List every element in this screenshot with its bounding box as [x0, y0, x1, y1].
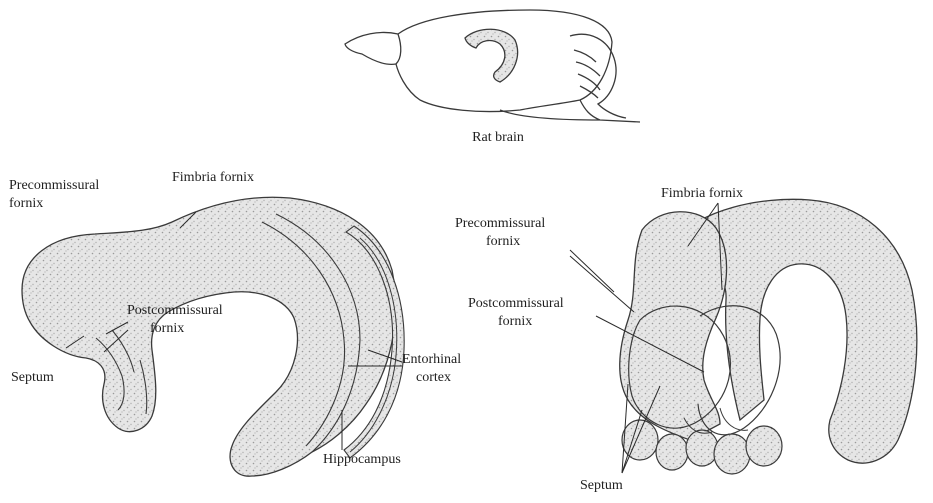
- left-precommissural-label: Precommissural: [9, 178, 99, 194]
- entorhinal-cortex-label-2: cortex: [416, 370, 451, 386]
- right-septum-label: Septum: [580, 478, 623, 494]
- hippocampus-label: Hippocampus: [323, 452, 401, 468]
- right-fimbria-fornix-label: Fimbria fornix: [661, 186, 743, 202]
- left-septum-label: Septum: [11, 370, 54, 386]
- right-hippocampus-drawing: [620, 199, 917, 474]
- left-postcommissural-label-2: fornix: [150, 321, 184, 337]
- right-postcommissural-label-2: fornix: [498, 314, 532, 330]
- left-postcommissural-label: Postcommissural: [127, 303, 223, 319]
- rat-brain-drawing: [345, 10, 640, 122]
- left-hippocampus-drawing: [22, 197, 404, 476]
- left-precommissural-label-2: fornix: [9, 196, 43, 212]
- entorhinal-cortex-label: Entorhinal: [402, 352, 461, 368]
- right-precommissural-label: Precommissural: [455, 216, 545, 232]
- left-fimbria-fornix-label: Fimbria fornix: [172, 170, 254, 186]
- right-postcommissural-label: Postcommissural: [468, 296, 564, 312]
- rat-brain-caption: Rat brain: [448, 130, 548, 146]
- right-precommissural-label-2: fornix: [486, 234, 520, 250]
